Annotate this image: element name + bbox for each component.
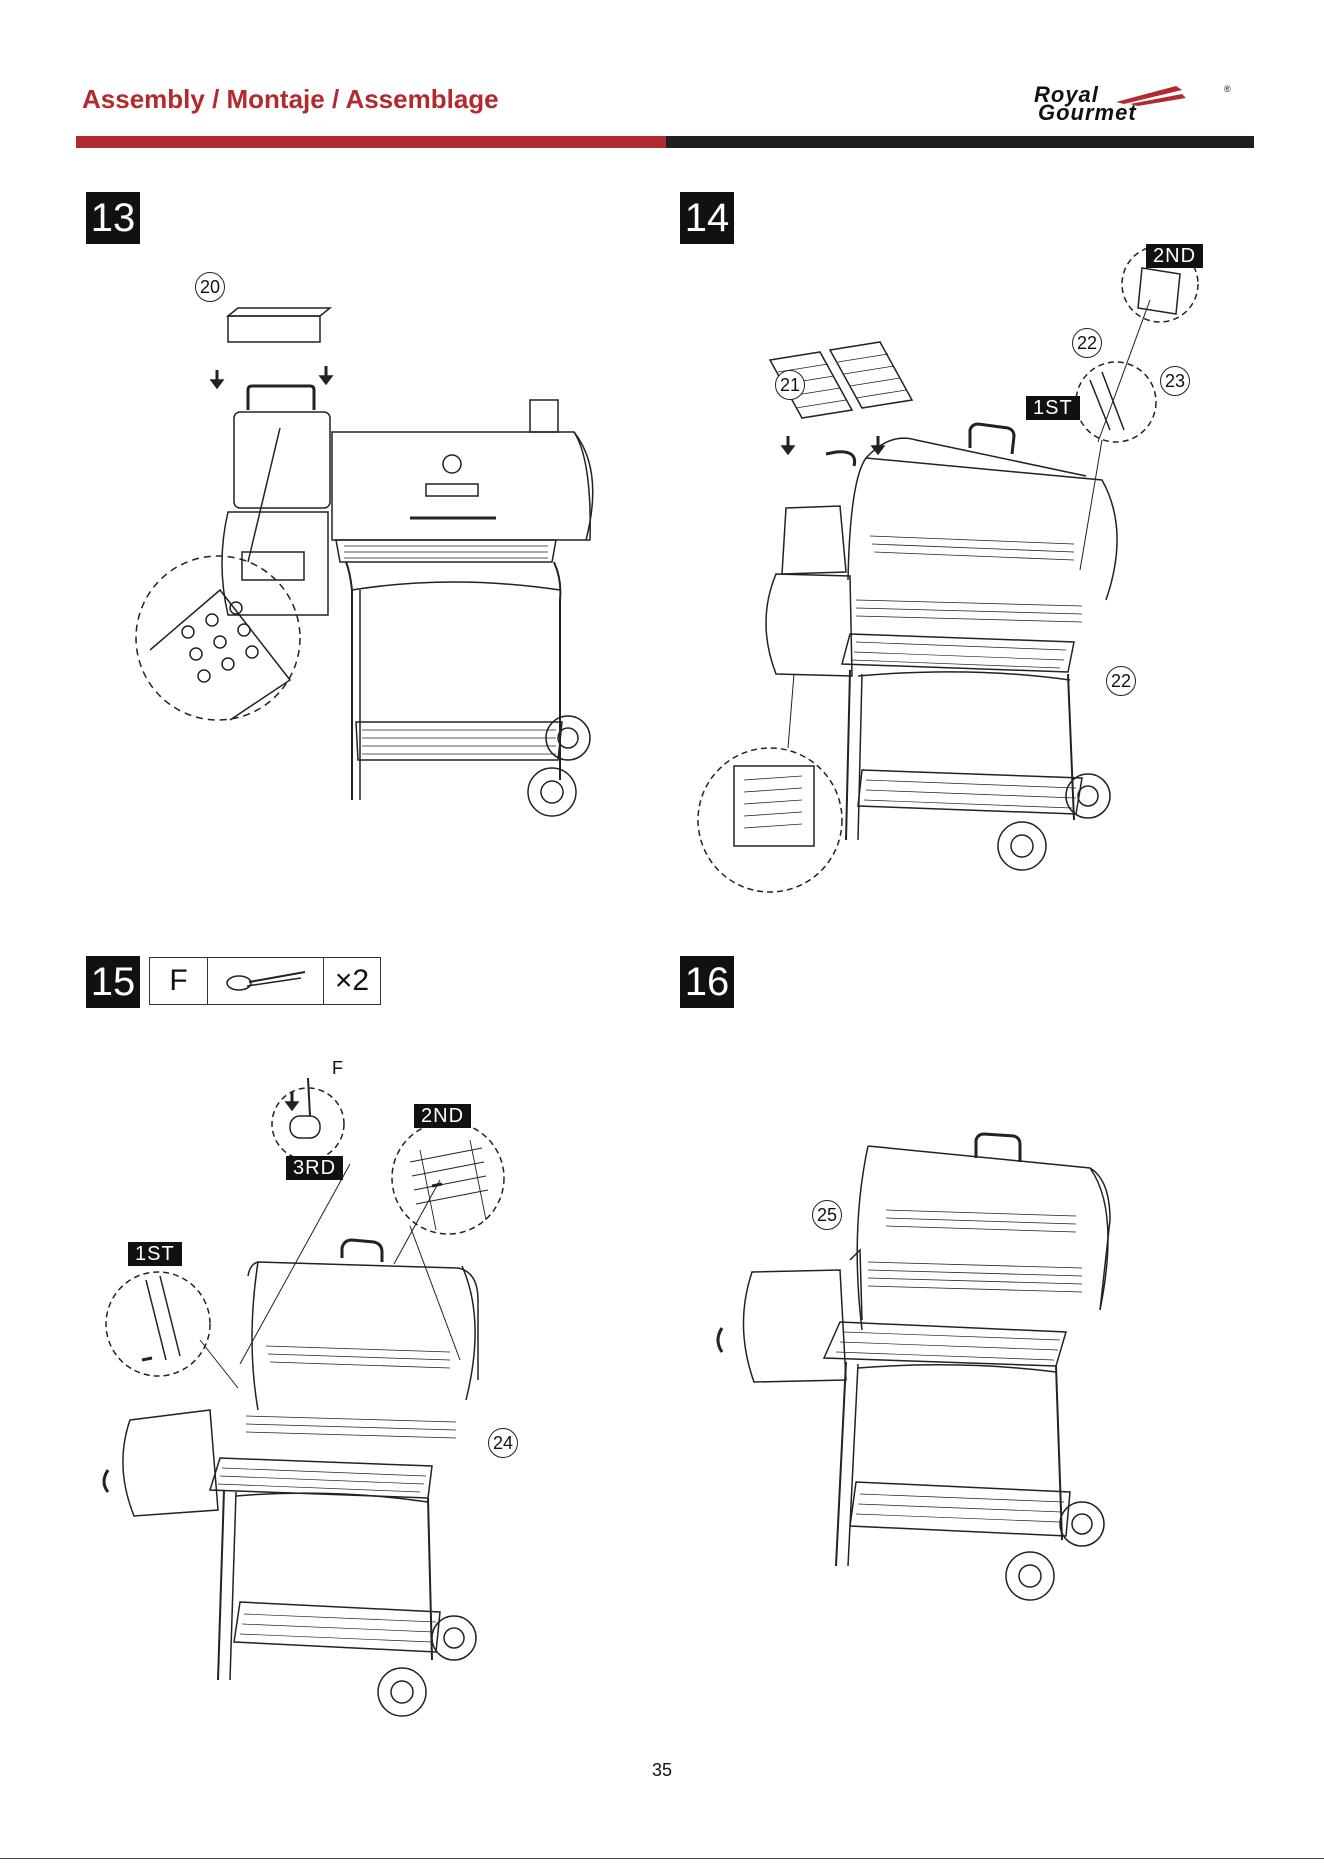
callout-21: 21 [775,370,805,400]
hardware-parts-box: F ×2 [149,957,381,1005]
brand-logo: Royal Gourmet ® [1028,80,1228,124]
registered-mark: ® [1224,84,1231,94]
hardware-letter-f: F [332,1058,343,1079]
footer-rule [0,1858,1324,1859]
step-number-13: 13 [86,192,140,244]
step-16-illustration [700,1110,1220,1630]
callout-22-bottom: 22 [1106,666,1136,696]
order-tag-2nd: 2ND [1146,244,1203,268]
callout-24: 24 [488,1428,518,1458]
order-tag-2nd: 2ND [414,1104,471,1128]
part-icon-cell [208,958,324,1004]
callout-20: 20 [195,272,225,302]
header-rule-black [666,136,1254,148]
page-number: 35 [0,1760,1324,1781]
callout-25: 25 [812,1200,842,1230]
flame-stripes-icon [1116,86,1186,106]
callout-22-top: 22 [1072,328,1102,358]
header-rule-red [76,136,666,148]
hitch-pin-icon [221,968,311,994]
step-number-15: 15 [86,956,140,1008]
callout-23: 23 [1160,366,1190,396]
step-15-illustration [90,1040,650,1720]
step-number-14: 14 [680,192,734,244]
order-tag-3rd: 3RD [286,1156,343,1180]
part-letter: F [150,958,208,1004]
brand-name-line2: Gourmet [1038,104,1137,122]
step-14-illustration [690,240,1250,880]
order-tag-1st: 1ST [1026,396,1080,420]
order-tag-1st: 1ST [128,1242,182,1266]
step-13-illustration [100,260,700,880]
page-title: Assembly / Montaje / Assemblage [82,84,499,115]
part-quantity: ×2 [324,958,380,1004]
step-number-16: 16 [680,956,734,1008]
